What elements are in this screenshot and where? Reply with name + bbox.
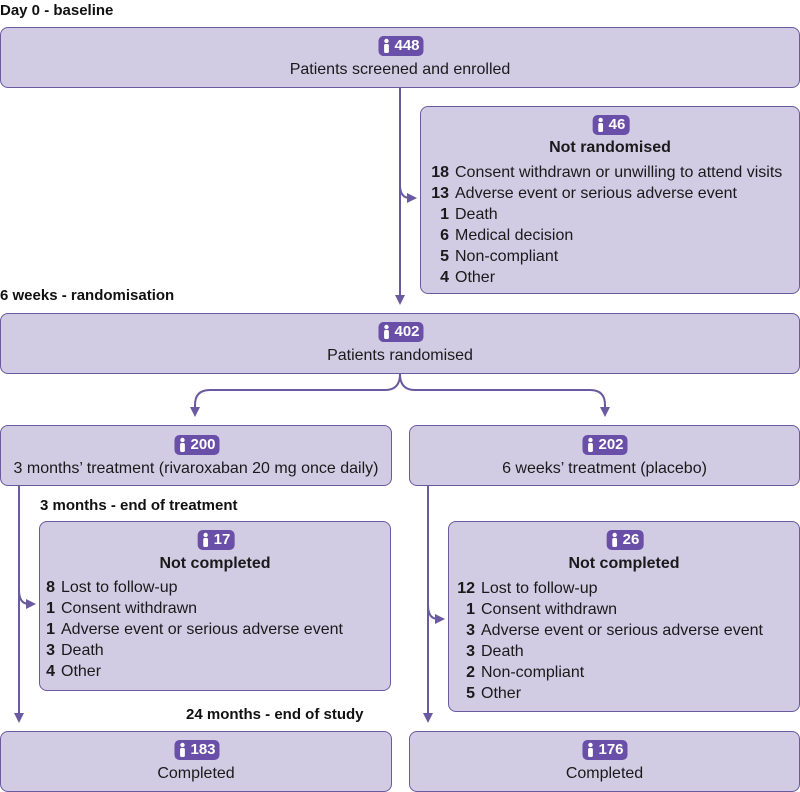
rivaroxaban-arm-label: 3 months’ treatment (rivaroxaban 20 mg o…: [13, 460, 379, 477]
placebo-completed-count: 176: [598, 741, 624, 758]
placebo-completed-label: Completed: [565, 765, 644, 782]
arrow-to-placebo-arm: [399, 373, 610, 417]
arrow-to-placebo-not-completed: [427, 604, 445, 624]
rivaroxaban-arm-count: 200: [190, 436, 216, 453]
enrolled-label: Patients screened and enrolled: [289, 61, 511, 78]
randomised-label: Patients randomised: [327, 347, 473, 364]
enrolled-count-badge: 448: [378, 36, 424, 56]
arrow-to-rivaroxaban-not-completed: [18, 589, 36, 609]
rivaroxaban-arm-count-badge: 200: [174, 435, 220, 455]
rivaroxaban-completed-box: 183 Completed: [0, 731, 392, 792]
placebo-arm-box: 202 6 weeks’ treatment (placebo): [409, 425, 800, 486]
person-icon: [180, 742, 185, 757]
stage-label-randomisation: 6 weeks - randomisation: [0, 287, 175, 304]
person-icon: [612, 532, 618, 547]
placebo-completed-count-badge: 176: [582, 740, 628, 760]
rivaroxaban-completed-count: 183: [190, 741, 216, 758]
not-randomised-count-badge: 46: [592, 115, 630, 135]
stage-label-end-of-study: 24 months - end of study: [186, 706, 364, 723]
person-icon: [203, 532, 209, 547]
placebo-not-completed-count-badge: 26: [606, 530, 644, 550]
arrow-to-not-randomised: [399, 184, 417, 203]
person-icon: [180, 437, 185, 452]
placebo-not-completed-count: 26: [622, 531, 640, 548]
randomised-box: 402 Patients randomised: [0, 313, 800, 374]
placebo-not-completed-title: Not completed: [568, 555, 680, 572]
placebo-completed-box: 176 Completed: [409, 731, 800, 792]
rivaroxaban-not-completed-count-badge: 17: [197, 530, 235, 550]
rivaroxaban-arm-box: 200 3 months’ treatment (rivaroxaban 20 …: [0, 425, 392, 486]
placebo-arm-label: 6 weeks’ treatment (placebo): [502, 460, 707, 477]
person-icon: [598, 117, 604, 132]
person-icon: [384, 324, 389, 339]
placebo-arm-count-badge: 202: [582, 435, 628, 455]
not-randomised-count: 46: [608, 116, 626, 133]
arrow-to-rivaroxaban-arm: [190, 373, 401, 417]
person-icon: [588, 742, 593, 757]
randomised-count-badge: 402: [378, 322, 424, 342]
stage-label-baseline: Day 0 - baseline: [0, 2, 114, 19]
placebo-arm-count: 202: [598, 436, 624, 453]
rivaroxaban-completed-label: Completed: [157, 765, 235, 782]
person-icon: [588, 437, 593, 452]
enrolled-box: 448 Patients screened and enrolled: [0, 27, 800, 88]
randomised-count: 402: [394, 323, 420, 340]
rivaroxaban-completed-count-badge: 183: [174, 740, 220, 760]
person-icon: [384, 38, 389, 53]
enrolled-count: 448: [394, 37, 420, 54]
rivaroxaban-not-completed-count: 17: [213, 531, 231, 548]
rivaroxaban-not-completed-title: Not completed: [159, 555, 271, 572]
not-randomised-title: Not randomised: [549, 139, 671, 156]
stage-label-end-of-treatment: 3 months - end of treatment: [40, 497, 238, 514]
